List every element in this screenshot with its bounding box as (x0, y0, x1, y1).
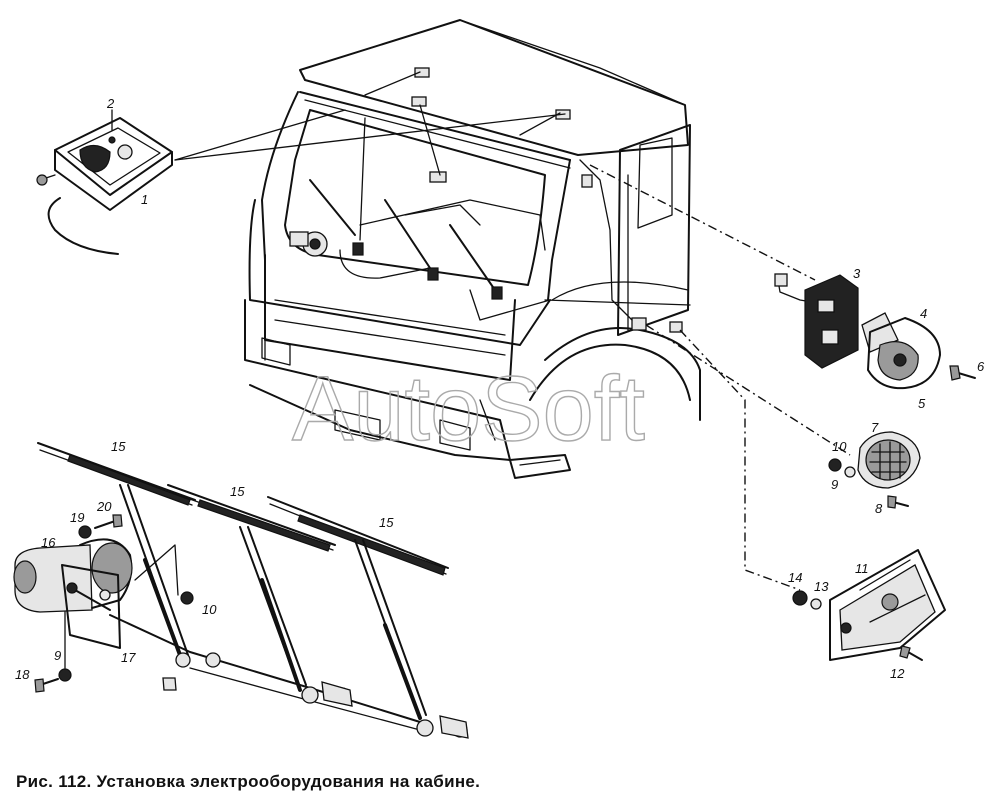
callout-7: 7 (871, 420, 879, 435)
callout-15-b: 15 (230, 484, 245, 499)
callout-1: 1 (141, 192, 148, 207)
figure-caption: Рис. 112. Установка электрооборудования … (16, 772, 481, 791)
callout-20: 20 (96, 499, 112, 514)
callout-4: 4 (920, 306, 927, 321)
callout-9: 9 (831, 477, 838, 492)
callout-19: 19 (70, 510, 84, 525)
callout-14: 14 (788, 570, 802, 585)
truck-cab (244, 19, 701, 479)
callout-16: 16 (41, 535, 56, 550)
callout-15-a: 15 (111, 439, 126, 454)
callout-labels: 1 2 3 4 5 6 7 8 9 10 11 12 13 14 15 15 1… (15, 96, 985, 682)
cab-ceiling-lamp (36, 109, 173, 255)
watermark: AutoSoft (292, 358, 645, 460)
side-marker-lamp (792, 549, 946, 661)
callout-13: 13 (814, 579, 829, 594)
dashed-leaders (174, 109, 851, 591)
callout-18: 18 (15, 667, 30, 682)
callout-10-b: 10 (202, 602, 217, 617)
callout-17: 17 (121, 650, 136, 665)
callout-11: 11 (855, 561, 869, 576)
callout-15-c: 15 (379, 515, 394, 530)
callout-5: 5 (918, 396, 926, 411)
relay-and-horn (774, 273, 976, 390)
callout-2: 2 (106, 96, 115, 111)
callout-3: 3 (853, 266, 861, 281)
wiper-assembly (13, 442, 469, 739)
callout-10: 10 (832, 439, 847, 454)
side-reflector (828, 431, 921, 509)
callout-12: 12 (890, 666, 905, 681)
callout-6: 6 (977, 359, 985, 374)
callout-9-b: 9 (54, 648, 61, 663)
callout-8: 8 (875, 501, 883, 516)
